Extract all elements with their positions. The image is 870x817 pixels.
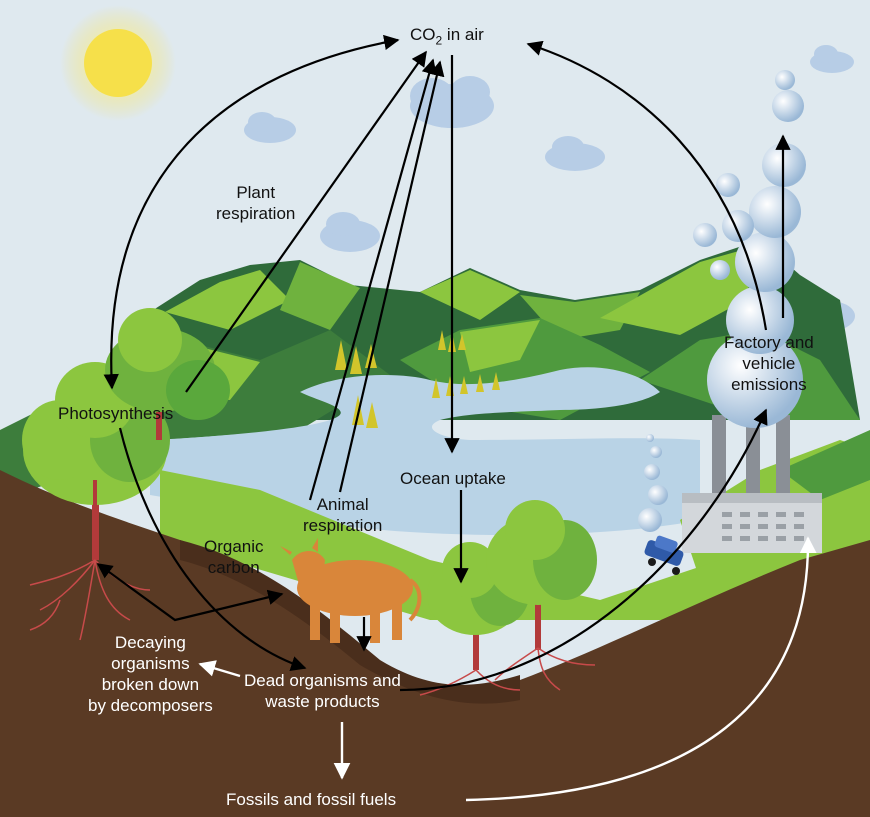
car-icon xyxy=(644,535,684,575)
co2-in-air-label: CO2 in air xyxy=(410,24,484,51)
plant-respiration-line2: respiration xyxy=(216,204,296,223)
decaying-line2: organisms xyxy=(111,654,190,673)
dead-organisms-label: Dead organisms and waste products xyxy=(244,670,401,712)
ocean-uptake-label: Ocean uptake xyxy=(400,469,506,488)
factory-icon xyxy=(682,415,822,553)
arrow-dead-factory xyxy=(399,408,768,692)
dead-organisms-line2: waste products xyxy=(265,692,380,711)
factory-emissions-label: Factory and vehicle emissions xyxy=(724,332,814,395)
decaying-line1: Decaying xyxy=(114,633,186,652)
plant-respiration-label: Plant respiration xyxy=(216,182,295,224)
dead-organisms-line1: Dead organisms and xyxy=(244,671,401,690)
animal-respiration-label: Animal respiration xyxy=(303,494,382,536)
animal-respiration-line2: respiration xyxy=(303,516,383,535)
fossils-label: Fossils and fossil fuels xyxy=(226,790,397,809)
co2-prefix: CO xyxy=(410,25,436,44)
light-arrows xyxy=(198,536,817,802)
photosynthesis-label: Photosynthesis xyxy=(58,404,174,423)
co2-suffix: in air xyxy=(442,25,484,44)
cloud-icon xyxy=(810,45,854,73)
cow-icon xyxy=(280,538,422,643)
decaying-line3: broken down xyxy=(101,675,200,694)
organic-carbon-line1: Organic xyxy=(204,537,264,556)
roots-right xyxy=(419,647,596,696)
decaying-line4: by decomposers xyxy=(88,696,213,715)
arrow-dead-decaying xyxy=(198,660,241,678)
arrow-factory-co2 xyxy=(526,40,768,331)
factory-emissions-line3: emissions xyxy=(731,375,807,394)
factory-emissions-line2: vehicle xyxy=(742,354,796,373)
tree-icon xyxy=(486,500,597,650)
plant-respiration-line1: Plant xyxy=(236,183,276,202)
arrow-organic-to-co2 xyxy=(338,60,445,493)
decaying-organisms-label: Decaying organisms broken down by decomp… xyxy=(88,632,213,716)
arrow-co2-photosynthesis xyxy=(103,34,400,390)
animal-respiration-line1: Animal xyxy=(316,495,369,514)
arrow-fossils-factory xyxy=(465,536,817,802)
arrow-animal-respiration xyxy=(308,58,437,501)
arrow-tree-organic xyxy=(96,563,284,622)
organic-carbon-line2: carbon xyxy=(207,558,260,577)
arrow-plant-respiration xyxy=(185,50,427,393)
smoke-bubble-icon xyxy=(638,70,806,532)
cloud-icon xyxy=(545,136,605,171)
dark-arrows xyxy=(96,34,791,692)
co2-subscript: 2 xyxy=(435,33,443,48)
factory-emissions-line1: Factory and xyxy=(724,333,814,352)
sun-icon xyxy=(60,5,176,121)
organic-carbon-label: Organic carbon xyxy=(204,536,264,578)
